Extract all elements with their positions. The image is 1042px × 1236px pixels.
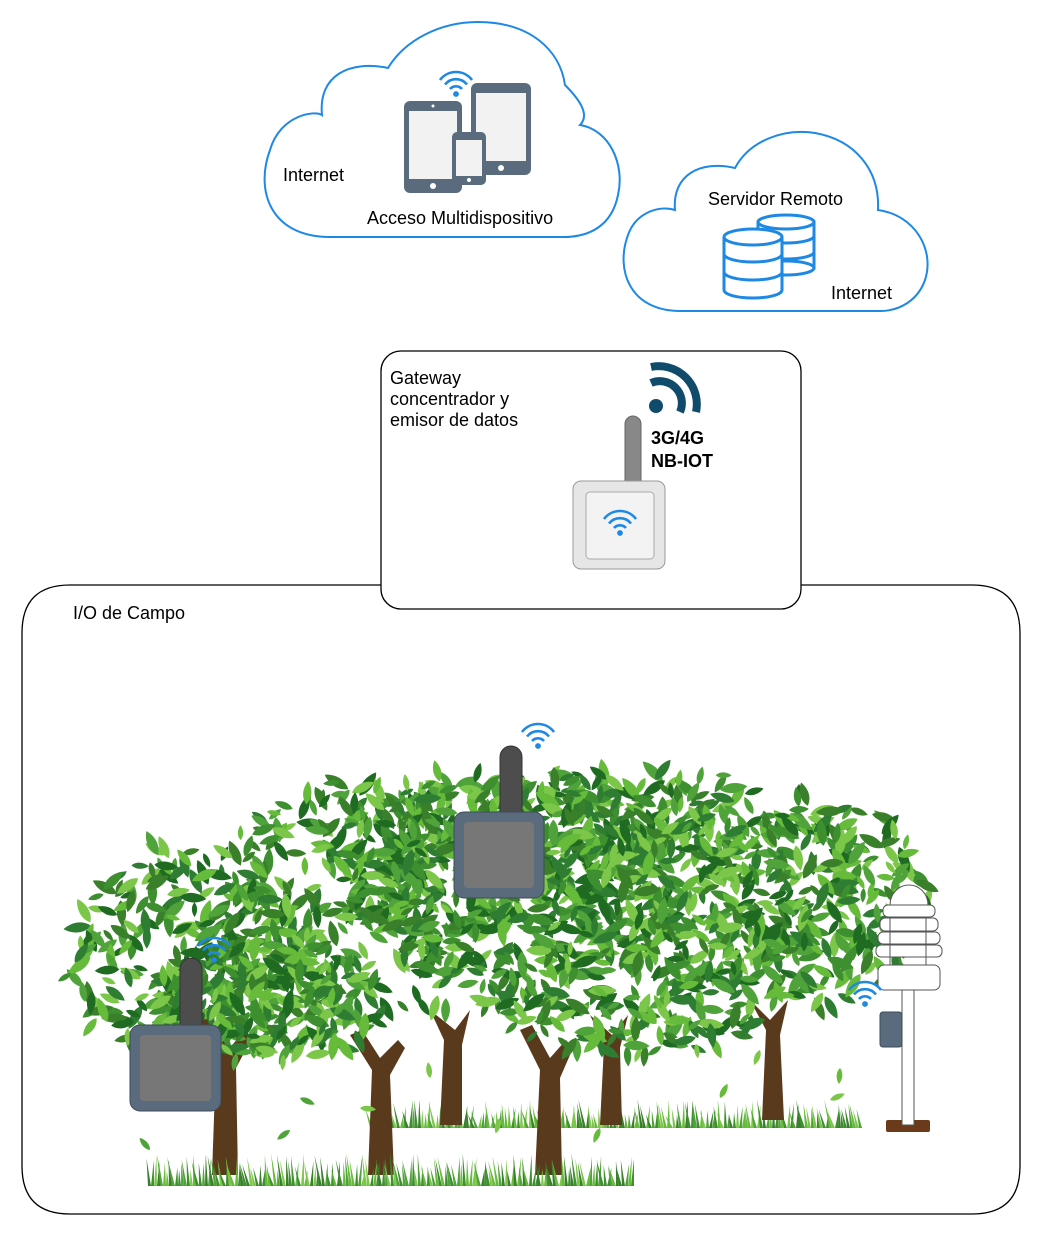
cloud-server [622,131,929,312]
gateway-container [380,350,802,610]
network-nbiot-label: NB-IOT [651,451,713,471]
cloud-devices [263,20,621,239]
phone-icon [452,132,486,185]
gateway-label: Gateway concentrador y emisor de datos [390,368,519,430]
remote-server-label: Servidor Remoto [708,189,844,209]
field-io-label: I/O de Campo [73,603,186,623]
access-multidevice-label: Acceso Multidispositivo [367,208,554,228]
database-icon [722,213,816,300]
cloud-server-internet-label: Internet [831,283,893,303]
gateway-device [572,480,666,570]
tablet-icon [404,101,462,193]
falling-leaves [139,1050,845,1150]
sensor-node-icon [129,936,232,1112]
weather-station-icon [847,884,943,1132]
signal-icon [649,362,701,414]
tree-trunks [200,1000,788,1175]
gateway-box [380,350,802,610]
network-3g4g-label: 3G/4G [651,428,705,448]
cloud-devices-internet-label: Internet [283,165,345,185]
sensor-node-icon [453,722,556,899]
grass-icon [146,1153,634,1186]
